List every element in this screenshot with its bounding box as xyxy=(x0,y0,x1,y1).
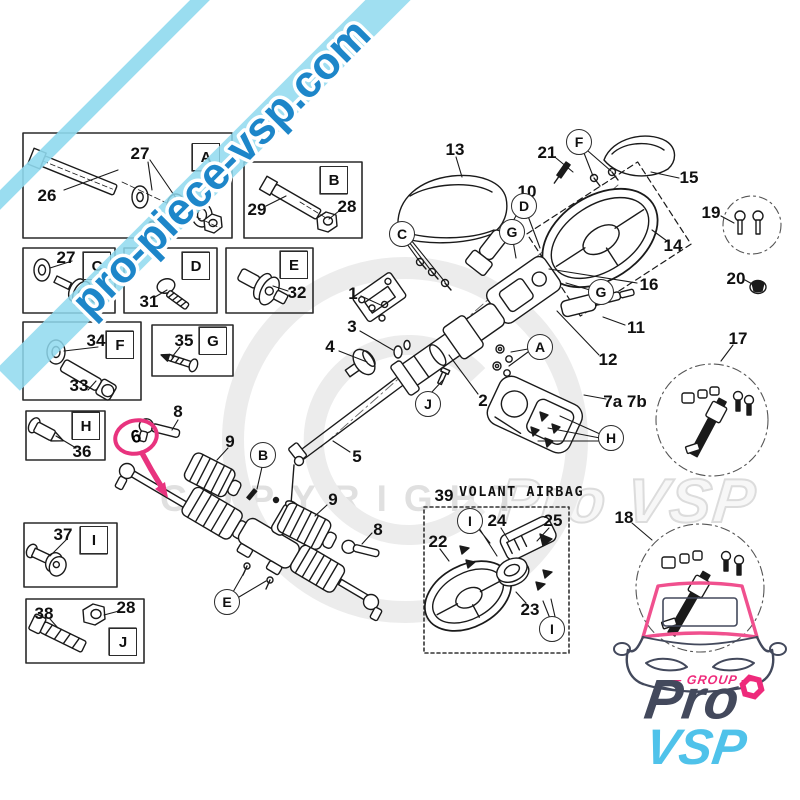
lock-barrel-20 xyxy=(749,279,767,295)
lower-housing-7a-7b xyxy=(486,375,583,454)
part-number-13: 13 xyxy=(445,140,465,159)
upper-cover-15 xyxy=(603,135,676,177)
airbag-screws-I xyxy=(459,545,553,591)
loose-tie-rod-end-8a xyxy=(138,418,181,443)
inset-letter-I: I xyxy=(80,526,108,554)
loose-bellow-9a xyxy=(183,452,242,498)
part-number-8: 8 xyxy=(173,402,183,421)
airbag-box xyxy=(423,506,570,654)
logo-vsp-text: VSP xyxy=(642,719,750,775)
part-number-24: 24 xyxy=(487,511,507,530)
screw-21 xyxy=(553,161,571,184)
airbag-box-title: VOLANT AIRBAG xyxy=(459,484,585,500)
inset-letter-F: F xyxy=(106,331,134,359)
part-number-14: 14 xyxy=(663,236,683,255)
part-number-27: 27 xyxy=(56,248,76,267)
keys-19 xyxy=(722,195,782,255)
highlight-part-6: 6 xyxy=(109,413,163,461)
inset-letter-A: A xyxy=(192,143,220,171)
part-number-16: 16 xyxy=(639,275,659,294)
tie-rod-end-right xyxy=(362,593,383,622)
part-number-11: 11 xyxy=(627,318,645,337)
part-number-38: 38 xyxy=(34,604,54,623)
part-number-3: 3 xyxy=(347,317,357,336)
rack-bellow-left xyxy=(181,486,249,540)
part-number-25: 25 xyxy=(543,511,563,530)
airbag-module-24 xyxy=(499,515,557,561)
inset-letter-C: C xyxy=(83,252,111,280)
part-number-28: 28 xyxy=(116,598,136,617)
tie-rod-end-left xyxy=(114,462,136,491)
part-number-32: 32 xyxy=(287,283,307,302)
part-number-36: 36 xyxy=(72,442,92,461)
part-number-28: 28 xyxy=(147,217,167,236)
callout-circle-I: I xyxy=(457,508,483,534)
callout-circle-G: G xyxy=(499,219,525,245)
part-number-29: 29 xyxy=(247,200,267,219)
inset-letter-E: E xyxy=(280,251,308,279)
callout-circle-J: J xyxy=(415,391,441,417)
inset-letter-J: J xyxy=(109,628,137,656)
highlight-arrow xyxy=(139,450,168,498)
part-number-1: 1 xyxy=(348,284,358,303)
part-number-34: 34 xyxy=(86,331,106,350)
part-number-27: 27 xyxy=(130,144,150,163)
part-number-35: 35 xyxy=(174,331,194,350)
part-number-30: 30 xyxy=(90,288,110,307)
nut-28c xyxy=(82,603,106,626)
inset-letter-H: H xyxy=(72,412,100,440)
callout-circle-B: B xyxy=(250,442,276,468)
part-number-23: 23 xyxy=(520,600,540,619)
part-number-8: 8 xyxy=(373,520,383,539)
rack-bellow-right xyxy=(289,544,346,593)
part-number-5: 5 xyxy=(352,447,362,466)
screws-E xyxy=(242,562,274,590)
callout-circle-H: H xyxy=(598,425,624,451)
callout-circle-G: G xyxy=(588,279,614,305)
callout-circle-E: E xyxy=(214,589,240,615)
part-number-21: 21 xyxy=(537,143,557,162)
loose-tie-rod-end-8b xyxy=(341,539,380,558)
callout-circle-I: I xyxy=(539,616,565,642)
part-number-9: 9 xyxy=(328,490,338,509)
part-number-31: 31 xyxy=(139,292,159,311)
part-number-39: 39 xyxy=(434,486,454,505)
part-number-15: 15 xyxy=(679,168,699,187)
part-number-37: 37 xyxy=(53,525,73,544)
clip-25 xyxy=(539,533,553,547)
ignition-kit-18 xyxy=(635,523,765,653)
part-number-2: 2 xyxy=(478,391,488,410)
airbag-coil-23 xyxy=(496,557,530,587)
part-number-4: 4 xyxy=(325,337,335,356)
callout-circle-D: D xyxy=(511,193,537,219)
callout-circle-C: C xyxy=(389,221,415,247)
ignition-kit-17 xyxy=(655,363,769,477)
part-number-12: 12 xyxy=(598,350,618,369)
part-number-22: 22 xyxy=(428,532,448,551)
part-number-17: 17 xyxy=(728,329,748,348)
part-number-18: 18 xyxy=(614,508,634,527)
callout-circle-A: A xyxy=(527,334,553,360)
part-number-7a-7b: 7a 7b xyxy=(603,392,647,411)
loose-bellow-9b xyxy=(276,502,337,550)
rivets-H xyxy=(530,411,561,448)
part-number-33: 33 xyxy=(69,376,89,395)
bolt-38 xyxy=(28,613,87,653)
logo-hexagon-icon xyxy=(739,672,765,700)
inset-letter-G: G xyxy=(199,327,227,355)
inset-letter-D: D xyxy=(182,252,210,280)
part-number-26: 26 xyxy=(37,186,57,205)
part-number-28: 28 xyxy=(337,197,357,216)
part-number-20: 20 xyxy=(726,269,746,288)
inset-letter-B: B xyxy=(320,166,348,194)
callout-circle-F: F xyxy=(566,129,592,155)
pin-B xyxy=(246,488,258,501)
bolt-37 xyxy=(25,543,67,577)
part-number-19: 19 xyxy=(701,203,721,222)
part-number-9: 9 xyxy=(225,432,235,451)
